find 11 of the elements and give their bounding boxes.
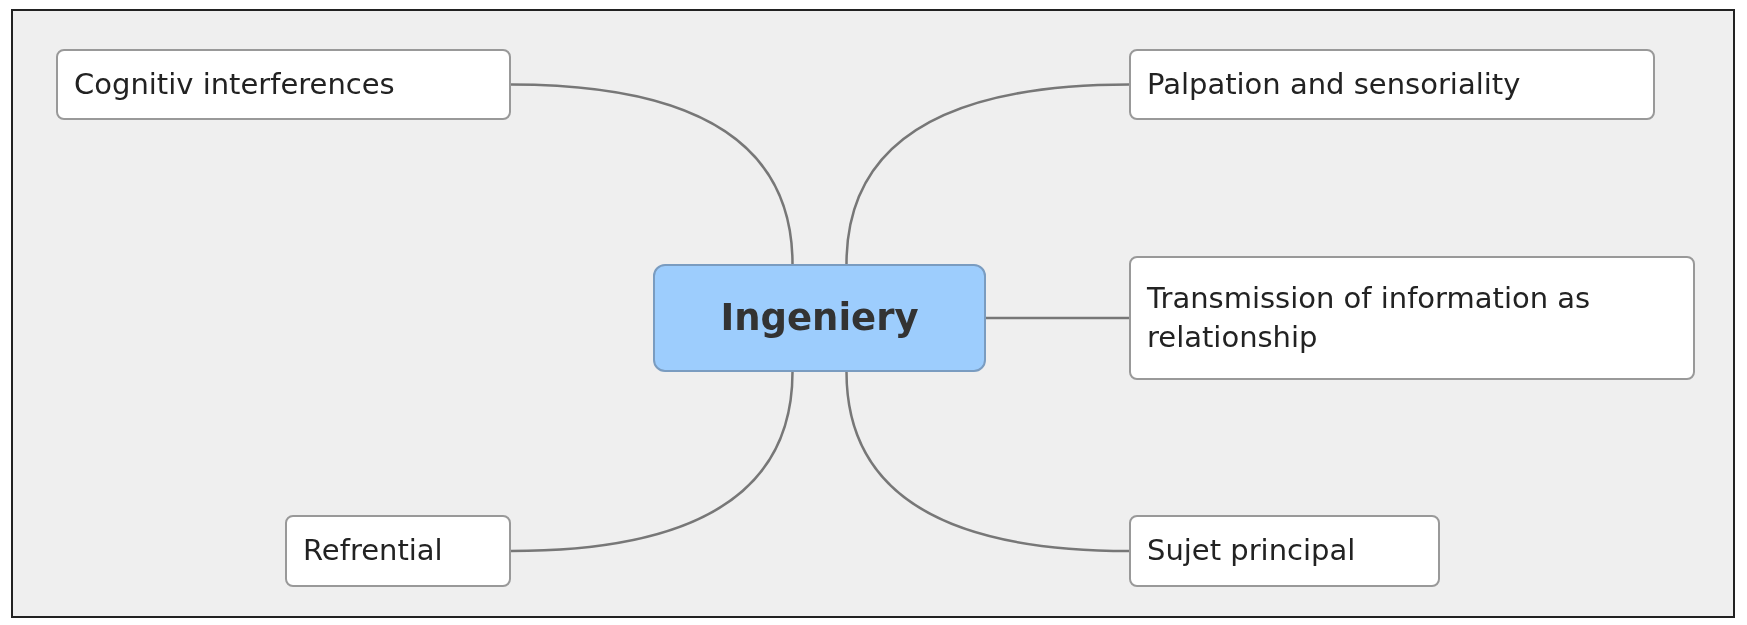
branch-line — [986, 316, 1129, 320]
topic-box: Refrential — [285, 515, 511, 587]
topic-box: Sujet principal — [1129, 515, 1440, 587]
branch-line — [845, 371, 1130, 553]
branch-line — [845, 83, 1130, 265]
branch-line — [510, 371, 794, 553]
topic-box: Cognitiv interferences — [56, 49, 511, 120]
central-topic: Ingeniery — [653, 264, 986, 372]
topic-box: Transmission of information as relationship — [1129, 256, 1695, 380]
topic-box: Palpation and sensoriality — [1129, 49, 1655, 120]
branch-line — [510, 83, 794, 265]
